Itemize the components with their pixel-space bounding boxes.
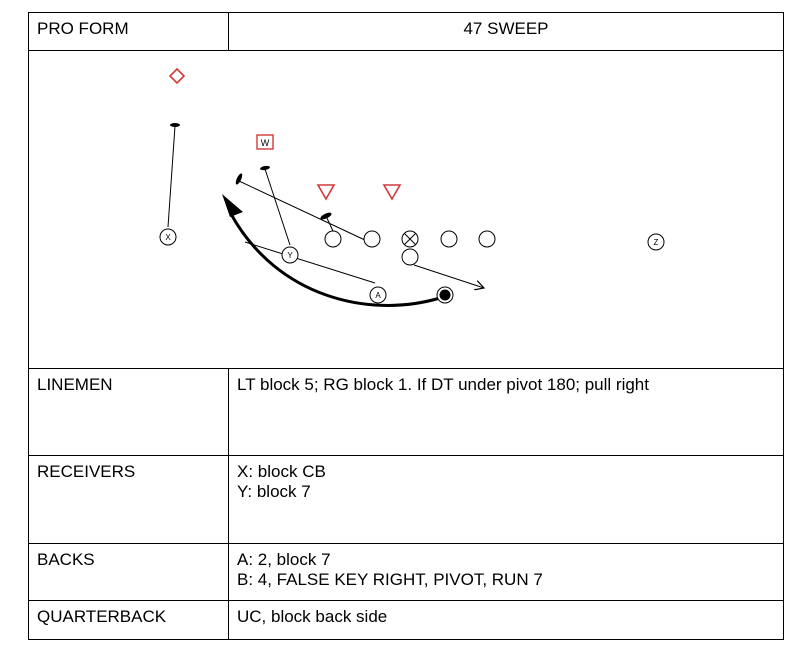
lineman-lg <box>363 230 381 248</box>
table-row: QUARTERBACK UC, block back side <box>29 601 783 639</box>
lineman-rt <box>478 230 496 248</box>
defender-triangle-2-icon <box>382 184 402 201</box>
row-line: Y: block 7 <box>237 481 311 501</box>
table-row: BACKS A: 2, block 7 B: 4, FALSE KEY RIGH… <box>29 544 783 601</box>
row-label: BACKS <box>29 544 229 600</box>
lineman-rg <box>440 230 458 248</box>
row-label: LINEMEN <box>29 369 229 455</box>
formation-label: PRO FORM <box>29 13 229 50</box>
ball-carrier-fill <box>439 289 451 301</box>
row-line: X: block CB <box>237 462 326 481</box>
y-route-end-icon <box>260 165 270 171</box>
table-row: RECEIVERS X: block CB Y: block 7 <box>29 456 783 544</box>
defender-w-letter: W <box>261 138 270 148</box>
defender-diamond-icon <box>168 67 186 85</box>
play-name: 47 SWEEP <box>463 19 549 38</box>
a-back-line <box>244 241 376 284</box>
guard-block-end-icon <box>320 212 332 220</box>
play-diagram: W X <box>159 67 665 307</box>
lt-block-line <box>238 180 368 242</box>
guard-short-line <box>325 215 334 232</box>
row-content: X: block CB Y: block 7 <box>229 456 783 543</box>
back-a <box>369 286 387 304</box>
row-label: QUARTERBACK <box>29 601 229 639</box>
row-content: LT block 5; RG block 1. If DT under pivo… <box>229 369 783 455</box>
quarterback <box>401 248 419 266</box>
row-label: RECEIVERS <box>29 456 229 543</box>
lineman-lt <box>324 230 342 248</box>
center-mark-b <box>404 233 416 245</box>
row-line: B: 4, FALSE KEY RIGHT, PIVOT, RUN 7 <box>237 569 543 589</box>
pull-right-line <box>413 264 484 288</box>
row-line: LT block 5; RG block 1. If DT under pivo… <box>237 375 649 394</box>
sweep-path <box>229 213 441 307</box>
x-route-end-icon <box>170 123 180 127</box>
defender-w-box <box>256 134 274 150</box>
receiver-z-letter: Z <box>654 238 659 247</box>
lt-block-end-icon <box>235 173 243 185</box>
row-content: UC, block back side <box>229 601 783 639</box>
back-a-letter: A <box>375 291 381 300</box>
receiver-y-letter: Y <box>287 251 293 260</box>
diagram-row: W X <box>29 51 783 369</box>
defender-triangle-1-icon <box>316 184 336 201</box>
table-row: LINEMEN LT block 5; RG block 1. If DT un… <box>29 369 783 456</box>
row-content: A: 2, block 7 B: 4, FALSE KEY RIGHT, PIV… <box>229 544 783 600</box>
sweep-arrow-icon <box>222 194 243 217</box>
row-line: UC, block back side <box>237 607 388 626</box>
receiver-z <box>647 233 665 251</box>
row-line: A: 2, block 7 <box>237 550 331 569</box>
receiver-x-letter: X <box>165 233 171 242</box>
play-sheet: PRO FORM 47 SWEEP W <box>28 12 784 640</box>
receiver-x <box>159 228 177 246</box>
x-route-line <box>167 125 176 228</box>
header-row: PRO FORM 47 SWEEP <box>29 13 783 51</box>
receiver-y <box>281 246 299 264</box>
y-route-line <box>264 168 291 246</box>
